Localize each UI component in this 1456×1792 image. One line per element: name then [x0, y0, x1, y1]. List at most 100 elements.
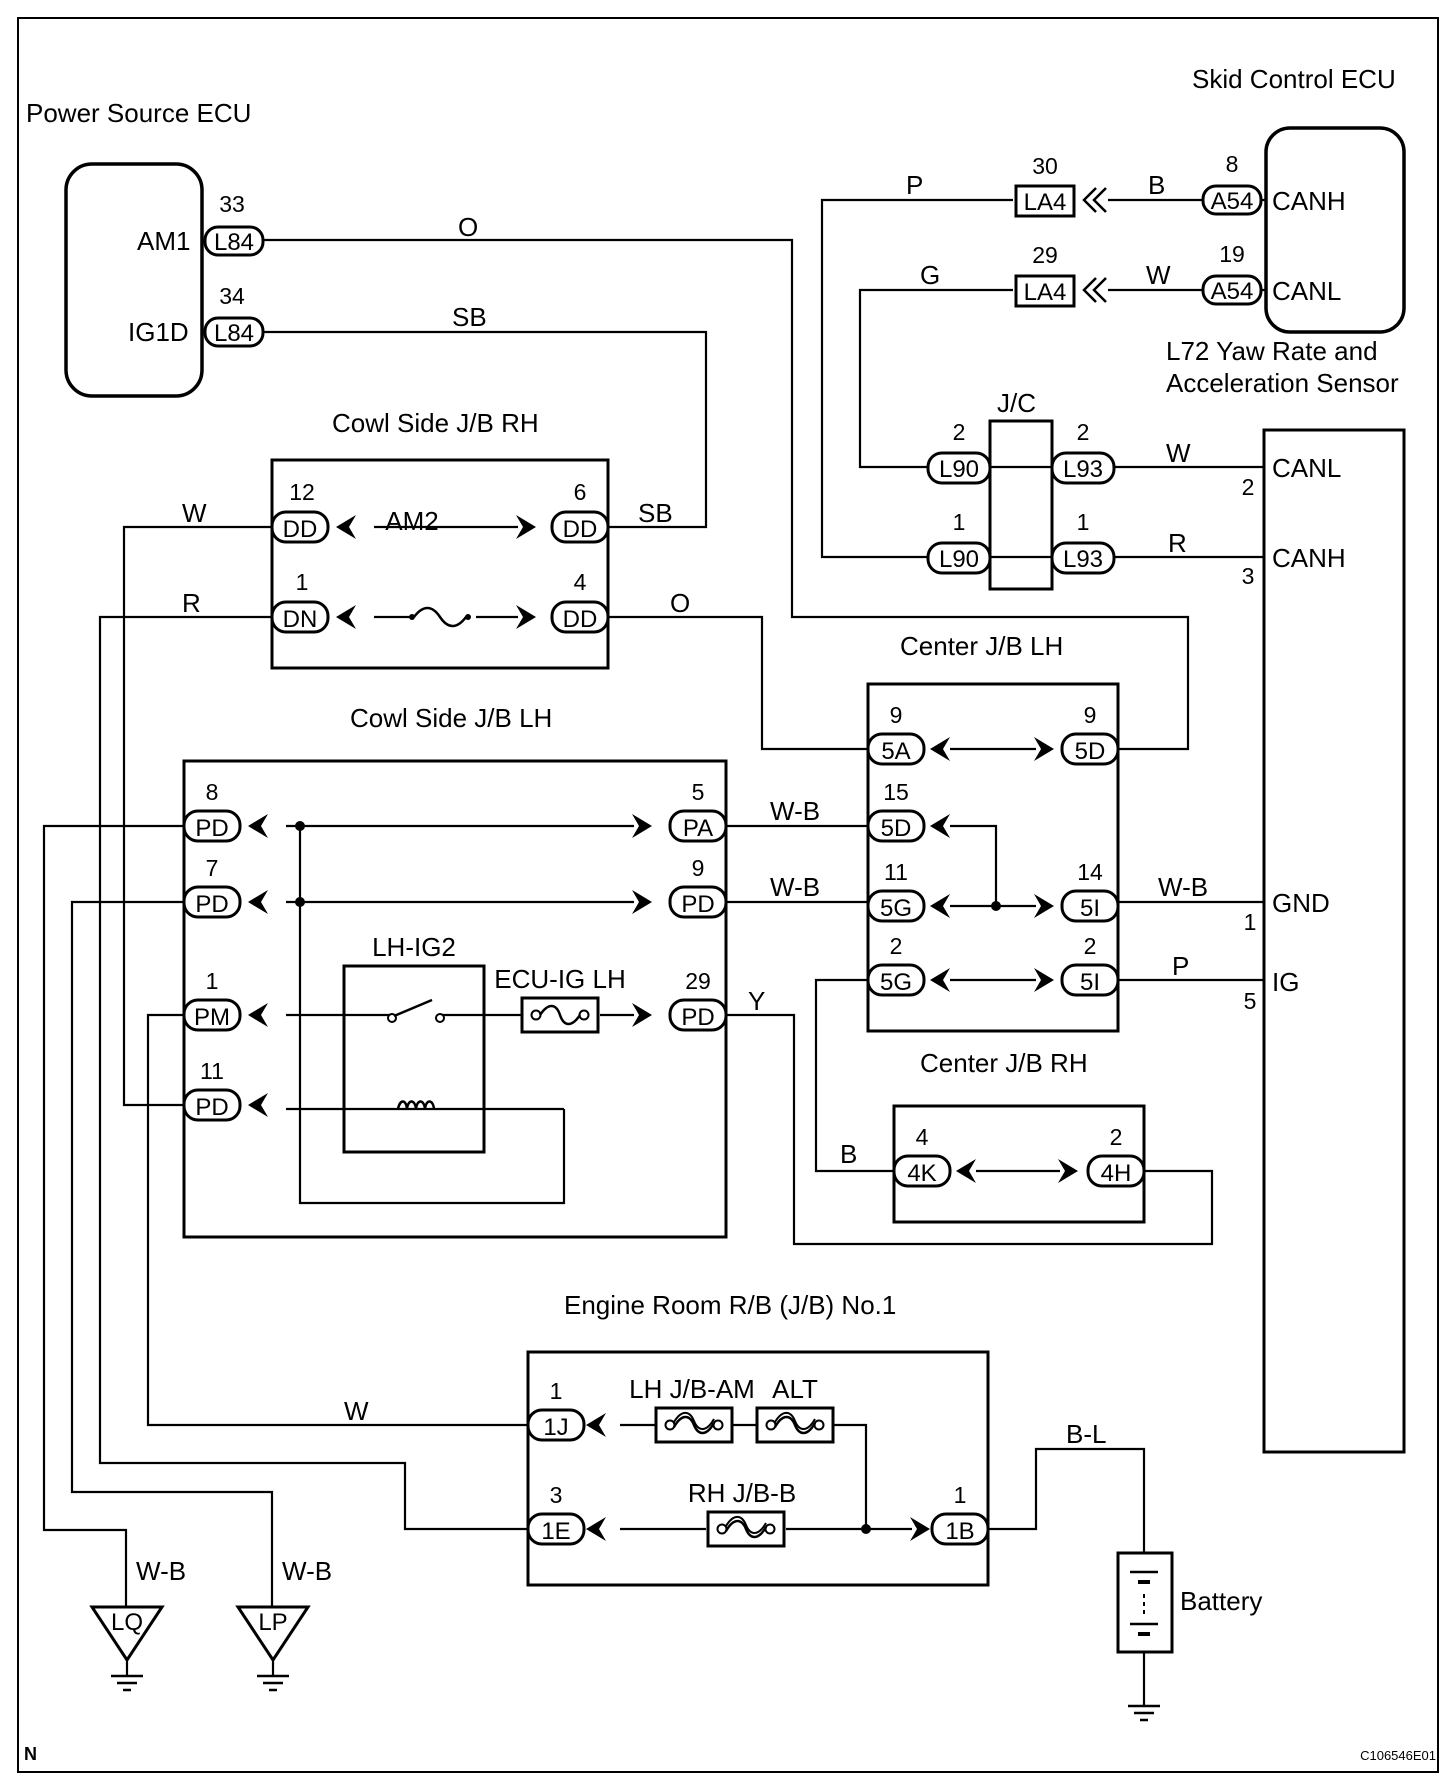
pin-number: 14: [1077, 859, 1103, 885]
connector-l90: L90: [939, 546, 979, 573]
pin-number: 9: [1084, 702, 1097, 728]
pin-number: 33: [219, 191, 245, 217]
connector-1b: 1B: [945, 1518, 974, 1545]
pin-number: 34: [219, 283, 245, 309]
wire-color-label: G: [920, 260, 940, 290]
internal-wiring: [286, 198, 1204, 1531]
lh-jb-am-fusible-link: [654, 1406, 734, 1444]
ground-lp-label: LP: [258, 1609, 287, 1636]
connector-5d: 5D: [1075, 738, 1106, 765]
connector-l93: L93: [1063, 546, 1103, 573]
wire-color-label: O: [670, 588, 690, 618]
wire-color-label: W-B: [1158, 872, 1208, 902]
pin-number: 2: [1077, 419, 1090, 445]
connector-4h: 4H: [1101, 1160, 1132, 1187]
ground-point-lp: [235, 1605, 311, 1692]
connector-pd: PD: [681, 891, 714, 918]
pin-number: 19: [1219, 241, 1245, 267]
pin-number: 6: [574, 479, 587, 505]
skid-control-ecu-label: Skid Control ECU: [1192, 64, 1396, 94]
lh-ig2-relay-box: [342, 964, 486, 1154]
open-chevron: [1082, 276, 1108, 304]
connector-la4: LA4: [1024, 279, 1067, 306]
engine-room-box: [526, 1350, 990, 1587]
pin-number: 4: [916, 1124, 929, 1150]
connector-la4: LA4: [1024, 189, 1067, 216]
engine-room-title: Engine Room R/B (J/B) No.1: [564, 1290, 896, 1320]
battery-label: Battery: [1180, 1586, 1262, 1616]
pin-number: 2: [1110, 1124, 1123, 1150]
yaw-rate-sensor-box: [1262, 428, 1406, 1454]
junction-dot: [861, 1524, 871, 1534]
wire-color-label: O: [458, 212, 478, 242]
connector-l84: L84: [214, 320, 254, 347]
pin-number: 2: [1084, 933, 1097, 959]
yaw-rate-sensor-label-1: L72 Yaw Rate and: [1166, 336, 1378, 366]
skid-control-ecu-box: [1264, 126, 1406, 334]
wire-color-label: W: [182, 498, 207, 528]
connector-5g: 5G: [880, 969, 912, 996]
ig-terminal: IG: [1272, 967, 1299, 997]
power-source-ecu-label: Power Source ECU: [26, 98, 251, 128]
ground-icon: [255, 1658, 291, 1692]
pin-number: 30: [1032, 153, 1058, 179]
battery-symbol: [1116, 1551, 1174, 1654]
alt-label: ALT: [772, 1374, 818, 1404]
am2-fuse-label: AM2: [385, 506, 438, 536]
ground-lq-label: LQ: [111, 1609, 143, 1636]
connector-dd: DD: [283, 516, 318, 543]
ecu-ig-lh-fuse: [520, 996, 600, 1034]
wire-color-label: P: [906, 170, 923, 200]
junction-dot: [295, 821, 305, 831]
wire-color-label: R: [182, 588, 201, 618]
wire-color-label: Y: [748, 986, 765, 1016]
pin-number: 1: [550, 1378, 563, 1404]
pin-number: 5: [692, 779, 705, 805]
wire-color-label: W-B: [282, 1556, 332, 1586]
wire-color-label: SB: [638, 498, 673, 528]
connector-5i: 5I: [1080, 969, 1100, 996]
pin-number: 11: [200, 1058, 224, 1084]
canl-terminal-skid: CANL: [1272, 276, 1341, 306]
pin-number: 29: [685, 968, 711, 994]
component-boxes: [64, 126, 1406, 1587]
pin-number: 4: [574, 569, 587, 595]
lh-ig2-relay-label: LH-IG2: [372, 932, 456, 962]
connector-l90: L90: [939, 456, 979, 483]
pin-number: 29: [1032, 242, 1058, 268]
canh-terminal-skid: CANH: [1272, 186, 1346, 216]
pin-number: 15: [883, 779, 909, 805]
connector-dd: DD: [563, 516, 598, 543]
pin-number: 1: [954, 1482, 967, 1508]
gnd-terminal: GND: [1272, 888, 1330, 918]
connector-1e: 1E: [541, 1518, 570, 1545]
wires: [42, 198, 1266, 1690]
ig1d-terminal: IG1D: [128, 317, 189, 347]
connector-dd: DD: [563, 606, 598, 633]
pin-number: 1: [296, 569, 309, 595]
connector-dn: DN: [283, 606, 318, 633]
cowl-rh-title: Cowl Side J/B RH: [332, 408, 539, 438]
pin-number: 8: [1226, 151, 1239, 177]
pin-number: 2: [953, 419, 966, 445]
alt-fusible-link: [755, 1406, 835, 1444]
connector-5g: 5G: [880, 895, 912, 922]
pin-number: 2: [890, 933, 903, 959]
lh-jb-am-label: LH J/B-AM: [629, 1374, 755, 1404]
center-lh-title: Center J/B LH: [900, 631, 1063, 661]
wire-color-label: W-B: [770, 796, 820, 826]
connector-pm: PM: [194, 1004, 230, 1031]
wire-color-label: B: [1148, 170, 1165, 200]
connector-a54: A54: [1211, 278, 1254, 305]
connector-a54: A54: [1211, 188, 1254, 215]
ecu-ig-lh-label: ECU-IG LH: [494, 964, 625, 994]
canl-terminal-yaw: CANL: [1272, 453, 1341, 483]
connector-5i: 5I: [1080, 895, 1100, 922]
footer-code: C106546E01: [1360, 1748, 1436, 1763]
wire-color-label: W: [1166, 438, 1191, 468]
wire-color-label: R: [1168, 528, 1187, 558]
connector-1j: 1J: [543, 1414, 568, 1441]
pin-number: 9: [692, 855, 705, 881]
connector-pa: PA: [683, 815, 713, 842]
canh-terminal-yaw: CANH: [1272, 543, 1346, 573]
